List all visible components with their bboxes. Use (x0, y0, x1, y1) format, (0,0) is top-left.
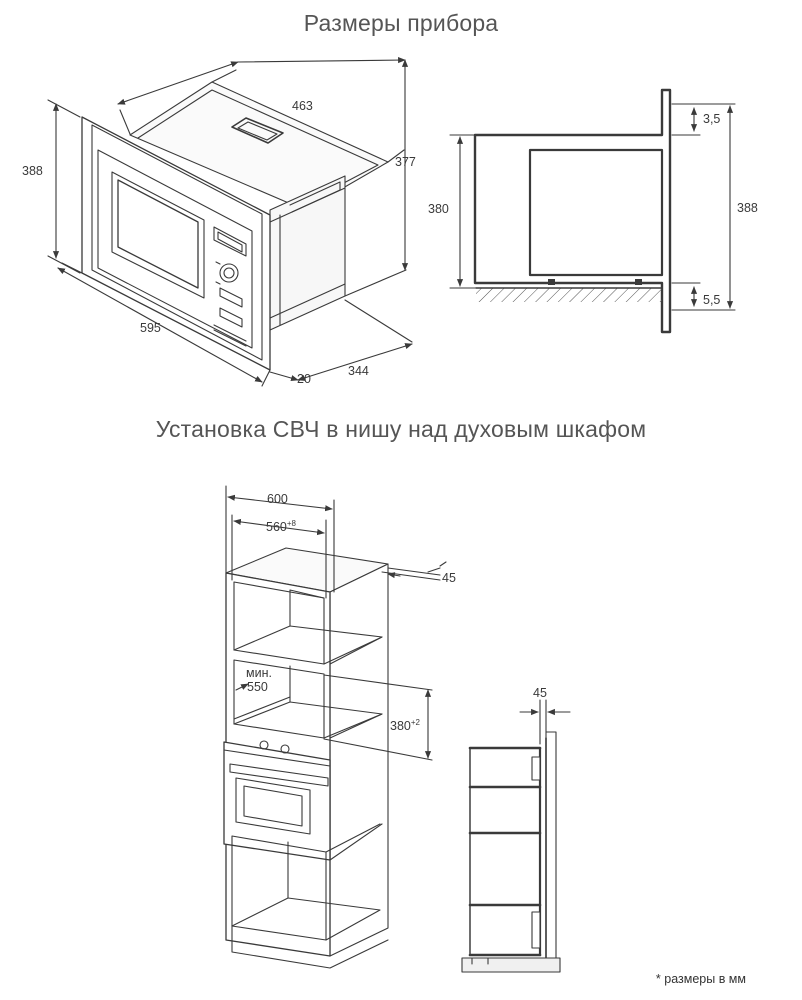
microwave-isometric (47, 57, 413, 387)
dim-bottom-gap-label: 5,5 (703, 293, 720, 307)
dim-min-label: мин. (246, 666, 272, 680)
installation-title: Установка СВЧ в нишу над духовым шкафом (155, 416, 647, 442)
dim-top-gap-label: 3,5 (703, 112, 720, 126)
dim-depth-side-label: 377 (395, 155, 416, 169)
cabinet-side-section (461, 699, 571, 973)
side-profile-labels: 380 3,5 388 5,5 (428, 112, 758, 307)
dim-cabinet-width-label: 600 (267, 492, 288, 506)
units-footnote: * размеры в мм (655, 972, 746, 986)
dim-niche-width-label: 560+8 (266, 519, 297, 534)
dim-niche-height-value: 380 (390, 719, 411, 733)
dim-niche-width-tolerance: +8 (287, 519, 297, 528)
dim-min-depth-label: 550 (247, 680, 268, 694)
dim-niche-height-label: 380+2 (390, 718, 421, 733)
dim-body-depth-label: 344 (348, 364, 369, 378)
dim-back-gap-label: 45 (442, 571, 456, 585)
dim-total-height-label: 388 (737, 201, 758, 215)
dim-height-label: 388 (22, 164, 43, 178)
side-profile (449, 88, 736, 334)
cabinet-dimension-labels: 600 560+8 45 мин. 550 380+2 (246, 492, 456, 733)
dim-niche-width-value: 560 (266, 520, 287, 534)
dim-front-thickness-label: 20 (297, 372, 311, 386)
dim-width-label: 595 (140, 321, 161, 335)
dim-niche-height-tolerance: +2 (411, 718, 421, 727)
dim-inner-height-label: 380 (428, 202, 449, 216)
cabinet-isometric (223, 485, 447, 969)
dim-side-back-gap-label: 45 (533, 686, 547, 700)
dim-depth-top-label: 463 (292, 99, 313, 113)
device-dimensions-title: Размеры прибора (303, 10, 499, 36)
microwave-dimension-labels: 388 463 377 595 20 344 (22, 99, 416, 386)
